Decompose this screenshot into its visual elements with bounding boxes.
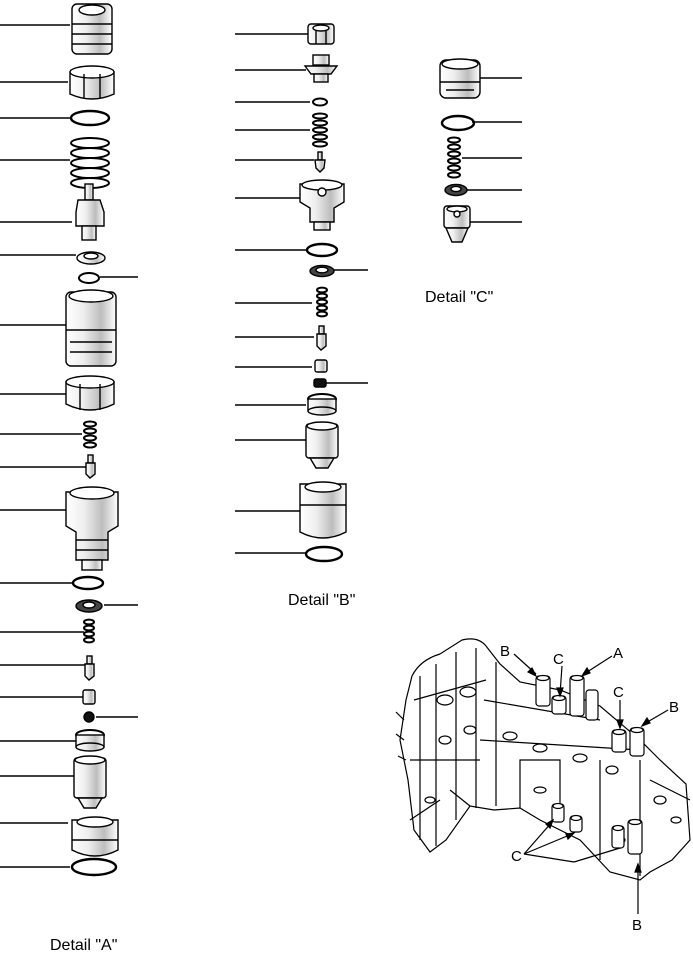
b-o-ring-2 <box>304 545 344 563</box>
c-seat-ring <box>444 183 468 197</box>
a-hex-nut-2 <box>65 375 115 411</box>
callout-c-right: C <box>613 684 624 701</box>
b-o-ring-1 <box>305 242 339 258</box>
a-seat-ring <box>75 599 103 613</box>
a-pin-2 <box>84 655 95 681</box>
callout-c-top: C <box>553 651 564 668</box>
a-sleeve <box>82 689 96 705</box>
c-cap <box>439 58 481 99</box>
detail-a-group <box>0 3 138 877</box>
b-ball <box>313 378 327 388</box>
detail-c-caption: Detail "C" <box>425 289 493 306</box>
detail-a-leader-lines <box>0 24 138 868</box>
block-cartridges <box>535 674 645 855</box>
b-cap-nut <box>307 23 335 45</box>
a-top-cap <box>71 3 113 55</box>
c-spring <box>447 136 461 179</box>
callout-b-bottom: B <box>632 917 642 934</box>
a-small-ring <box>78 272 100 284</box>
a-large-spring <box>70 137 110 189</box>
detail-a-caption: Detail "A" <box>50 937 117 954</box>
valve-block-assembly <box>395 638 691 914</box>
callout-b-right: B <box>669 699 679 716</box>
a-small-spring <box>83 420 97 449</box>
b-seat-ring <box>309 264 335 278</box>
a-ball <box>83 711 95 723</box>
a-housing-large <box>65 289 117 367</box>
detail-c-group <box>439 58 522 243</box>
b-spring-1 <box>312 112 328 148</box>
detail-b-caption: Detail "B" <box>288 592 355 609</box>
a-o-ring-2 <box>71 575 105 591</box>
c-valve <box>443 205 471 243</box>
a-o-ring-1 <box>69 109 111 127</box>
b-o-ring-small <box>312 97 328 107</box>
a-plug <box>71 816 119 857</box>
a-washer <box>76 251 106 265</box>
a-small-spring-2 <box>83 618 95 644</box>
a-valve-body <box>65 486 119 571</box>
callout-c-bottom: C <box>511 848 522 865</box>
a-pin <box>85 454 96 479</box>
callout-arrows <box>513 653 669 914</box>
detail-c-leader-lines <box>462 77 522 223</box>
b-spring-2 <box>316 286 328 318</box>
detail-b-group <box>235 23 368 563</box>
valve-block-details <box>395 648 691 876</box>
b-pin-2 <box>316 325 327 351</box>
b-pin-1 <box>314 151 326 173</box>
callout-a: A <box>613 645 623 662</box>
b-adjuster <box>303 54 339 83</box>
a-piston <box>73 755 107 809</box>
b-plug <box>299 481 347 539</box>
callout-b-top-left: B <box>500 643 510 660</box>
b-spring-cup <box>307 393 337 416</box>
a-poppet <box>75 183 105 241</box>
b-housing-top <box>299 179 345 231</box>
c-o-ring <box>440 114 476 132</box>
b-sleeve <box>314 359 328 373</box>
detail-b-leader-lines <box>235 33 368 554</box>
a-spring-cup <box>75 729 105 752</box>
b-piston <box>305 421 339 469</box>
a-o-ring-3 <box>70 857 118 877</box>
a-hex-nut <box>69 65 115 100</box>
